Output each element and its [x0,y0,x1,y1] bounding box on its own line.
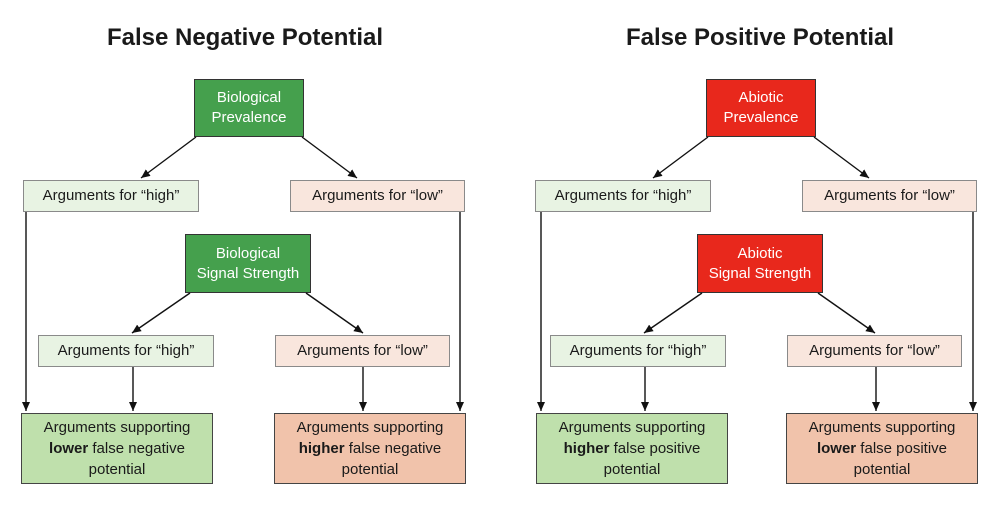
result-line2: lower false negative [49,438,185,459]
arrow [140,136,197,179]
higher-false-positive-result: Arguments supporting higher false positi… [536,413,728,484]
biological-signal-strength-node: Biological Signal Strength [185,234,311,293]
node-label-line2: Signal Strength [708,264,812,282]
result-line3: potential [603,461,661,478]
left-panel-title: False Negative Potential [106,24,384,51]
result-line1: Arguments supporting [808,419,956,436]
bio-signal-high-node: Arguments for “high” [38,335,214,367]
higher-false-negative-result: Arguments supporting higher false negati… [274,413,466,484]
abiotic-prevalence-high-node: Arguments for “high” [535,180,711,212]
abiotic-signal-high-node: Arguments for “high” [550,335,726,367]
result-emphasis: higher [563,440,610,457]
lower-false-negative-result: Arguments supporting lower false negativ… [21,413,213,484]
result-emphasis: lower [816,440,857,457]
bio-signal-low-node: Arguments for “low” [275,335,450,367]
result-emphasis: higher [298,440,345,457]
abiotic-prevalence-low-node: Arguments for “low” [802,180,977,212]
arrow [652,136,709,179]
arrow [813,136,870,179]
result-line1: Arguments supporting [296,419,444,436]
arrow [817,292,876,334]
arrow [131,292,191,334]
abiotic-signal-strength-node: Abiotic Signal Strength [697,234,823,293]
result-line1: Arguments supporting [43,419,191,436]
node-label-line1: Abiotic [738,89,784,106]
result-line3: potential [853,461,911,478]
lower-false-positive-result: Arguments supporting lower false positiv… [786,413,978,484]
bio-prevalence-low-node: Arguments for “low” [290,180,465,212]
biological-prevalence-node: Biological Prevalence [194,79,304,137]
result-line2: lower false positive [817,438,947,459]
bio-prevalence-high-node: Arguments for “high” [23,180,199,212]
result-line2: higher false positive [564,438,701,459]
result-line2-rest: false negative [88,440,185,457]
result-line2-rest: false positive [856,440,948,457]
abiotic-prevalence-node: Abiotic Prevalence [706,79,816,137]
result-line2-rest: false positive [609,440,701,457]
node-label-line1: Biological [215,244,281,262]
result-line3: potential [341,461,399,478]
right-panel-title: False Positive Potential [625,24,895,51]
result-line1: Arguments supporting [558,419,706,436]
result-emphasis: lower [49,440,89,457]
node-label-line1: Abiotic [737,244,783,262]
node-label-line2: Prevalence [211,109,287,126]
node-label-line1: Biological [216,89,282,106]
node-label-line2: Prevalence [723,109,799,126]
arrow [301,136,358,179]
node-label-line2: Signal Strength [196,264,300,282]
arrow [643,292,703,334]
result-line2-rest: false negative [344,440,442,457]
result-line3: potential [88,461,146,478]
abiotic-signal-low-node: Arguments for “low” [787,335,962,367]
arrow [305,292,364,334]
result-line2: higher false negative [299,438,442,459]
